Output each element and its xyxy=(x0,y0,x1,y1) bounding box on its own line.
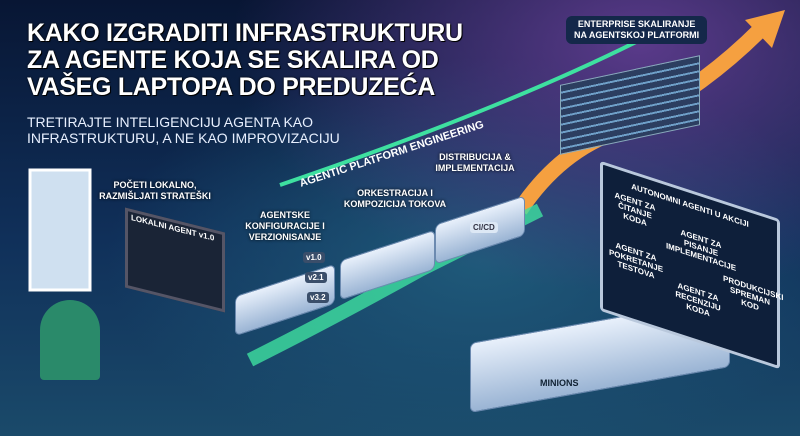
platform-arc xyxy=(279,38,641,187)
enterprise-line: NA AGENTSKOJ PLATFORMI xyxy=(574,30,700,40)
version-badge: v1.0 xyxy=(303,252,325,263)
board-node: AGENT ZA POKRETANJE TESTOVA xyxy=(608,240,664,281)
subtitle-line: TRETIRAJTE INTELIGENCIJU AGENTA KAO xyxy=(27,114,314,130)
growth-arrowhead xyxy=(745,10,785,48)
label-line: POČETI LOKALNO, xyxy=(113,180,197,190)
title-line: VAŠEG LAPTOPA DO PREDUZEĆA xyxy=(27,73,435,101)
version-badge: v3.2 xyxy=(307,292,329,303)
label-line: KOMPOZICIJA TOKOVA xyxy=(343,199,447,209)
subtitle: TRETIRAJTE INTELIGENCIJU AGENTA KAO INFR… xyxy=(27,114,340,146)
enterprise-label: ENTERPRISE SKALIRANJE NA AGENTSKOJ PLATF… xyxy=(566,16,708,44)
label-line: AGENTSKE xyxy=(259,210,310,220)
label-line: KONFIGURACIJE I xyxy=(245,221,325,231)
subtitle-line: INFRASTRUKTURU, A NE KAO IMPROVIZACIJU xyxy=(27,130,340,146)
stage-label-deployment: DISTRIBUCIJA &IMPLEMENTACIJA xyxy=(430,152,520,174)
stage-label-local: POČETI LOKALNO,RAZMIŠLJATI STRATEŠKI xyxy=(90,180,220,202)
cicd-box: CI/CD xyxy=(470,222,498,233)
board-node: AGENT ZA RECENZIJU KODA xyxy=(675,280,721,319)
page-title: KAKO IZGRADITI INFRASTRUKTURU ZA AGENTE … xyxy=(27,20,463,101)
label-line: VERZIONISANJE xyxy=(248,232,322,242)
board-node: AGENT ZA PISANJE IMPLEMENTACIJE xyxy=(665,227,737,273)
title-line: KAKO IZGRADITI INFRASTRUKTURU xyxy=(27,19,463,47)
title-line: ZA AGENTE KOJA SE SKALIRA OD xyxy=(27,46,439,74)
window xyxy=(28,168,92,292)
enterprise-line: ENTERPRISE SKALIRANJE xyxy=(577,19,696,29)
label-line: IMPLEMENTACIJA xyxy=(435,163,515,173)
version-badge: v2.1 xyxy=(305,272,327,283)
developer xyxy=(40,300,100,380)
board-node: PRODUKCIJSKI SPREMAN KOD xyxy=(723,273,784,313)
label-line: RAZMIŠLJATI STRATEŠKI xyxy=(99,191,211,201)
label-line: DISTRIBUCIJA & xyxy=(439,152,511,162)
label-line: ORKESTRACIJA I xyxy=(357,188,433,198)
minions-label: MINIONS xyxy=(540,378,579,388)
